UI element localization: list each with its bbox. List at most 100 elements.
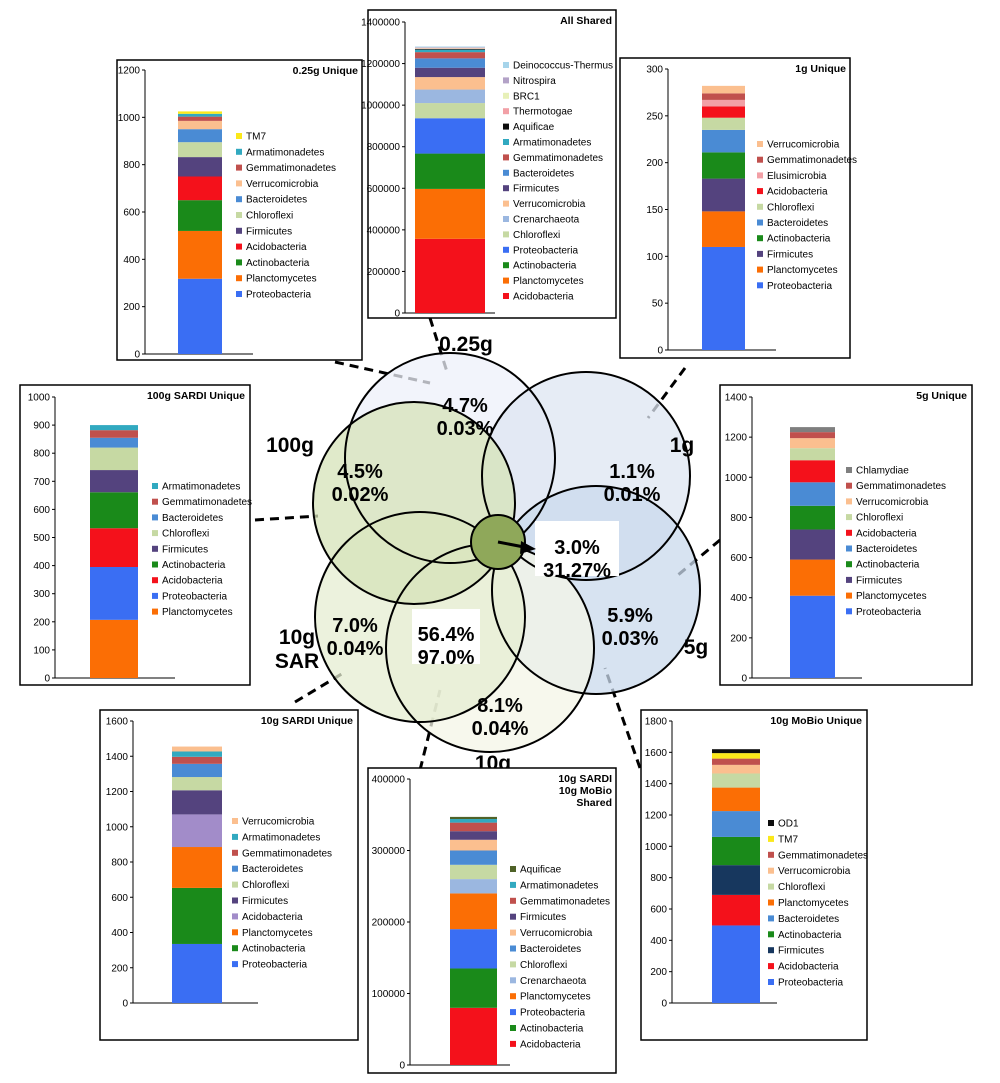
bar-segment-actinobacteria: [712, 836, 760, 866]
bar-segment-proteobacteria: [790, 595, 835, 678]
y-tick-label: 500: [33, 533, 50, 544]
legend-swatch: [846, 576, 852, 583]
legend-label: Gemmatimonadetes: [778, 850, 868, 861]
chart-title: 10g MoBio: [559, 785, 612, 797]
legend-label: Planctomycetes: [778, 898, 849, 909]
legend-swatch: [757, 250, 763, 257]
legend-swatch: [757, 141, 763, 147]
legend-swatch: [232, 897, 238, 904]
y-tick-label: 700: [33, 477, 50, 488]
group-label-g1: 1g: [670, 434, 695, 457]
region-pct-r100: 4.5%: [337, 461, 383, 483]
bar-segment-elusimicrobia: [702, 99, 745, 107]
y-tick-label: 1000: [645, 842, 668, 853]
y-tick-label: 200000: [372, 918, 406, 929]
legend-swatch: [152, 498, 158, 505]
bar-segment-planctomycetes: [450, 893, 497, 930]
legend-swatch: [768, 867, 774, 874]
y-tick-label: 200: [111, 963, 128, 974]
legend-swatch: [232, 961, 238, 968]
bar-segment-firmicutes: [172, 790, 222, 815]
bar-segment-od1: [712, 749, 760, 754]
legend-swatch: [503, 262, 509, 269]
connector-line: [603, 667, 642, 769]
chart-c100: 100g SARDI Unique01002003004005006007008…: [19, 384, 252, 686]
bar-segment-planctomycetes: [712, 787, 760, 812]
legend-swatch: [152, 530, 158, 537]
bar-segment-chloroflexi: [178, 142, 222, 158]
bar-segment-actinobacteria: [415, 153, 485, 189]
legend-label: Gemmatimonadetes: [767, 155, 857, 166]
legend-swatch: [846, 467, 852, 473]
legend-label: Crenarchaeota: [520, 976, 587, 987]
circle-100g-fill: [313, 402, 515, 604]
legend-swatch: [846, 561, 852, 568]
bar-segment-proteobacteria: [702, 246, 745, 350]
legend-label: Gemmatimonadetes: [513, 153, 603, 164]
bar-segment-gemmatimonadetes: [702, 93, 745, 100]
legend-swatch: [236, 180, 242, 187]
bar-segment-verrucomicrobia: [178, 120, 222, 130]
legend-swatch: [152, 545, 158, 552]
legend-label: Proteobacteria: [520, 1008, 585, 1019]
legend-swatch: [846, 592, 852, 599]
legend-swatch: [232, 929, 238, 936]
chart-c10s: 10g SARDI Unique020040060080010001200140…: [99, 709, 359, 1041]
region-reads-r5: 0.03%: [602, 628, 659, 650]
chart-title: All Shared: [560, 15, 612, 27]
region-pct-r10sar: 7.0%: [332, 615, 378, 637]
bar-segment-verrucomicrobia: [790, 438, 835, 449]
bar-segment-chloroflexi: [790, 448, 835, 461]
legend-label: Acidobacteria: [520, 1039, 581, 1050]
legend-swatch: [846, 482, 852, 489]
y-tick-label: 250: [646, 111, 663, 122]
y-tick-label: 900: [33, 421, 50, 432]
legend-label: Chloroflexi: [767, 202, 814, 213]
legend-swatch: [768, 931, 774, 938]
legend-label: Planctomycetes: [856, 591, 927, 602]
y-tick-label: 800: [123, 160, 140, 171]
bar-segment-gemmatimonadetes: [712, 758, 760, 765]
legend-label: Chloroflexi: [513, 230, 560, 241]
bar-segment-proteobacteria: [415, 118, 485, 154]
legend-swatch: [846, 529, 852, 536]
legend-label: Bacteroidetes: [767, 218, 828, 229]
legend-swatch: [768, 915, 774, 922]
legend-swatch: [503, 123, 509, 130]
legend-label: Verrucomicrobia: [856, 497, 929, 508]
region-pct-r025: 4.7%: [442, 395, 488, 417]
legend-swatch: [846, 545, 852, 552]
legend-label: Bacteroidetes: [162, 513, 223, 524]
legend-label: OD1: [778, 819, 799, 830]
y-tick-label: 0: [399, 1061, 405, 1072]
legend-label: Firmicutes: [767, 249, 813, 260]
legend-label: Gemmatimonadetes: [520, 896, 610, 907]
legend-swatch: [236, 259, 242, 266]
bar-segment-gemmatimonadetes: [172, 756, 222, 764]
y-tick-label: 1000: [118, 113, 141, 124]
bar-segment-proteobacteria: [450, 929, 497, 969]
legend-swatch: [503, 200, 509, 207]
legend-label: Bacteroidetes: [856, 544, 917, 555]
connector-line: [254, 514, 319, 522]
legend-swatch: [152, 608, 158, 615]
y-tick-label: 0: [134, 350, 140, 361]
bar-segment-proteobacteria: [712, 925, 760, 1003]
chart-c10m: 10g MoBio Unique020040060080010001200140…: [640, 709, 868, 1041]
circle-100g-outline: [312, 401, 516, 605]
chart-title: 100g SARDI Unique: [147, 390, 245, 402]
legend-label: Chloroflexi: [162, 529, 209, 540]
legend-swatch: [510, 993, 516, 1000]
legend-swatch: [236, 227, 242, 234]
legend-label: Bacteroidetes: [242, 864, 303, 875]
legend-swatch: [757, 282, 763, 289]
bar-segment-planctomycetes: [790, 559, 835, 596]
y-tick-label: 0: [122, 999, 128, 1010]
bar-segment-chloroflexi: [712, 773, 760, 788]
legend-label: Chloroflexi: [856, 513, 903, 524]
y-tick-label: 1000000: [361, 101, 400, 112]
chart-title: 10g SARDI: [558, 773, 612, 785]
bar-segment-bacteroidetes: [172, 763, 222, 778]
legend-label: Firmicutes: [778, 946, 824, 957]
legend-swatch: [503, 108, 509, 115]
